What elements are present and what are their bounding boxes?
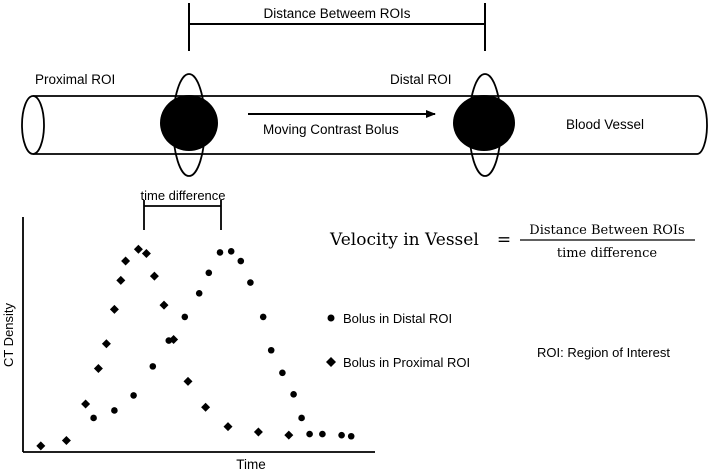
distance-bracket bbox=[188, 3, 486, 51]
formula-lhs: Velocity in Vessel bbox=[329, 230, 479, 250]
proximal-point-3 bbox=[81, 399, 91, 409]
legend-diamond-icon bbox=[326, 357, 336, 367]
bolus-label: Moving Contrast Bolus bbox=[263, 122, 399, 137]
proximal-point-4 bbox=[93, 364, 103, 374]
time-difference-label: time difference bbox=[140, 188, 225, 203]
proximal-point-11 bbox=[149, 271, 159, 281]
distal-point-20 bbox=[338, 431, 345, 439]
distal-point-15 bbox=[279, 369, 286, 377]
distal-point-6 bbox=[181, 313, 189, 321]
x-axis-label: Time bbox=[236, 457, 266, 472]
proximal-point-12 bbox=[159, 300, 169, 310]
legend-proximal-label: Bolus in Proximal ROI bbox=[343, 355, 470, 370]
distal-point-13 bbox=[259, 313, 267, 321]
vessel-label: Blood Vessel bbox=[566, 117, 644, 132]
distal-point-16 bbox=[290, 391, 297, 398]
distal-roi-label: Distal ROI bbox=[390, 72, 452, 87]
distal-point-18 bbox=[306, 430, 313, 438]
proximal-point-16 bbox=[223, 422, 233, 432]
formula-denominator: time difference bbox=[557, 246, 658, 261]
proximal-point-5 bbox=[101, 339, 111, 349]
distal-point-21 bbox=[347, 432, 355, 440]
proximal-point-7 bbox=[116, 275, 126, 285]
proximal-point-14 bbox=[183, 376, 193, 386]
proximal-roi-label: Proximal ROI bbox=[35, 72, 115, 87]
legend-circle-icon bbox=[327, 314, 335, 322]
proximal-point-9 bbox=[133, 244, 143, 254]
proximal-point-2 bbox=[61, 436, 71, 446]
distal-point-4 bbox=[149, 363, 157, 370]
distal-point-8 bbox=[205, 269, 213, 277]
distal-point-10 bbox=[227, 248, 235, 255]
blood-vessel bbox=[21, 95, 708, 155]
distal-roi-marker bbox=[453, 73, 515, 177]
proximal-point-6 bbox=[109, 304, 119, 314]
distal-point-11 bbox=[237, 257, 245, 265]
distal-point-1 bbox=[90, 414, 97, 422]
proximal-point-15 bbox=[201, 402, 211, 412]
formula-equals: = bbox=[497, 230, 511, 250]
time-difference-bracket bbox=[143, 200, 222, 230]
chart-marks bbox=[36, 244, 355, 451]
distal-point-12 bbox=[247, 279, 254, 286]
chart-axes bbox=[22, 217, 375, 453]
proximal-point-17 bbox=[253, 427, 263, 437]
proximal-point-1 bbox=[36, 441, 46, 451]
formula-numerator: Distance Between ROIs bbox=[529, 223, 684, 238]
distal-point-9 bbox=[216, 249, 224, 256]
proximal-point-18 bbox=[284, 430, 294, 440]
proximal-point-10 bbox=[141, 249, 151, 258]
distal-point-17 bbox=[298, 414, 305, 422]
legend-distal-label: Bolus in Distal ROI bbox=[343, 311, 452, 326]
distal-point-7 bbox=[195, 289, 203, 297]
distal-point-3 bbox=[130, 392, 137, 399]
distal-point-19 bbox=[319, 430, 326, 438]
distance-label: Distance Betweem ROIs bbox=[263, 6, 410, 21]
distal-point-2 bbox=[111, 407, 118, 414]
proximal-roi-marker bbox=[160, 73, 218, 177]
y-axis-label: CT Density bbox=[1, 302, 16, 367]
legend: Bolus in Distal ROI Bolus in Proximal RO… bbox=[326, 311, 470, 370]
roi-definition-note: ROI: Region of Interest bbox=[537, 345, 670, 360]
distal-point-5 bbox=[165, 337, 173, 344]
distal-point-14 bbox=[267, 346, 275, 354]
proximal-point-8 bbox=[121, 256, 131, 266]
